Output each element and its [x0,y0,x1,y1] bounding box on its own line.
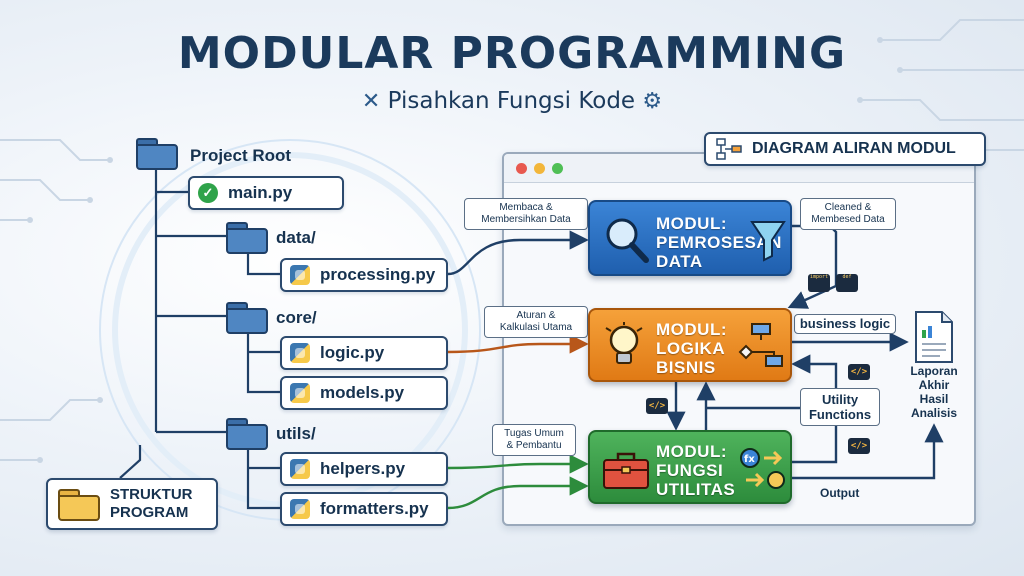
module-title-line: PEMROSESAN [656,233,782,252]
folder-icon [58,489,100,521]
diagram-title-label: DIAGRAM ALIRAN MODUL [704,132,986,166]
file-label: helpers.py [320,459,406,478]
filter-funnel-icon [750,221,786,262]
output-label: Output [820,486,860,500]
note-tasks: Tugas Umum & Pembantu [492,424,576,456]
magnifier-icon [606,218,649,263]
flowchart-icon [738,323,783,367]
folder-icon [136,138,178,170]
note-line: Functions [808,407,872,422]
folder-data-node[interactable] [226,222,268,254]
check-icon: ✓ [198,183,218,203]
note-read-clean: Membaca & Membersihkan Data [464,198,588,230]
code-chip: </> [848,364,870,380]
module-title-line: FUNGSI [656,461,724,480]
note-line: Membesed Data [811,214,885,225]
legend-line-2: PROGRAM [110,504,189,521]
toolbox-icon [603,452,649,489]
code-chip: </> [848,438,870,454]
report-line: Laporan [910,364,958,378]
python-file-icon [290,499,310,519]
file-label: processing.py [320,265,436,284]
flowchart-icon [716,138,742,160]
file-label: formatters.py [320,499,429,518]
project-root-node[interactable] [136,138,178,170]
folder-icon [226,302,268,334]
report-line: Hasil [919,392,949,406]
legend-line-1: STRUKTUR [110,486,193,503]
svg-text:fx: fx [744,454,755,465]
file-helpers-py[interactable]: helpers.py [280,452,448,486]
python-file-icon [290,459,310,479]
module-business-logic[interactable]: MODUL: LOGIKA BISNIS [588,308,792,382]
maximize-dot[interactable] [552,163,563,174]
python-file-icon [290,265,310,285]
note-cleaned: Cleaned & Membesed Data [800,198,896,230]
folder-icon [226,418,268,450]
minimize-dot[interactable] [534,163,545,174]
tools-icon: ✕ [361,89,381,114]
close-dot[interactable] [516,163,527,174]
note-line: & Pembantu [506,440,562,451]
note-line: Membersihkan Data [481,214,571,225]
subtitle-text: Pisahkan Fungsi Kode [387,88,636,114]
module-title-line: LOGIKA [656,339,726,358]
file-label: logic.py [320,343,385,362]
folder-data-label: data/ [276,228,316,247]
import-chip: import [808,274,830,292]
module-title-line: MODUL: [656,214,727,233]
function-arrows-icon: fx [740,448,785,489]
structure-legend: STRUKTUR PROGRAM [46,478,218,530]
note-business-logic: business logic [794,314,896,334]
file-processing-py[interactable]: processing.py [280,258,448,292]
note-line: Kalkulasi Utama [499,322,573,333]
note-line: Membaca & [499,202,553,213]
module-utility-functions[interactable]: MODUL: FUNGSI UTILITAS fx [588,430,792,504]
report-document-icon [915,311,953,363]
file-label: main.py [228,183,293,202]
folder-utils-label: utils/ [276,424,316,443]
module-title-line: MODUL: [656,320,727,339]
code-chip: </> [646,398,668,414]
file-formatters-py[interactable]: formatters.py [280,492,448,526]
page-title: MODULAR PROGRAMMING [177,28,847,79]
note-utility-functions: Utility Functions [800,388,880,426]
page-subtitle: ✕ Pisahkan Fungsi Kode ⚙ [0,88,1024,114]
report-line: Analisis [910,406,958,420]
module-title-line: BISNIS [656,358,716,377]
note-line: Aturan & [516,310,556,321]
gear-icon: ⚙ [642,89,663,114]
def-chip: def [836,274,858,292]
module-title-line: UTILITAS [656,480,736,499]
diagram-title-text: DIAGRAM ALIRAN MODUL [752,140,956,157]
file-main-py[interactable]: ✓ main.py [188,176,344,210]
note-line: Tugas Umum [504,428,564,439]
report-line: Akhir [918,378,950,392]
note-line: Cleaned & [824,202,872,213]
project-root-label: Project Root [190,146,292,165]
folder-utils-node[interactable] [226,418,268,450]
report-label: Laporan Akhir Hasil Analisis [896,364,972,420]
folder-icon [226,222,268,254]
lightbulb-icon [605,322,643,364]
file-models-py[interactable]: models.py [280,376,448,410]
python-file-icon [290,343,310,363]
module-data-processing[interactable]: MODUL: PEMROSESAN DATA [588,200,792,276]
python-file-icon [290,383,310,403]
note-line: Utility [821,392,859,407]
module-title-line: DATA [656,252,703,271]
module-title-line: MODUL: [656,442,727,461]
file-logic-py[interactable]: logic.py [280,336,448,370]
folder-core-label: core/ [276,308,317,327]
folder-core-node[interactable] [226,302,268,334]
note-rules: Aturan & Kalkulasi Utama [484,306,588,338]
file-label: models.py [320,383,405,402]
